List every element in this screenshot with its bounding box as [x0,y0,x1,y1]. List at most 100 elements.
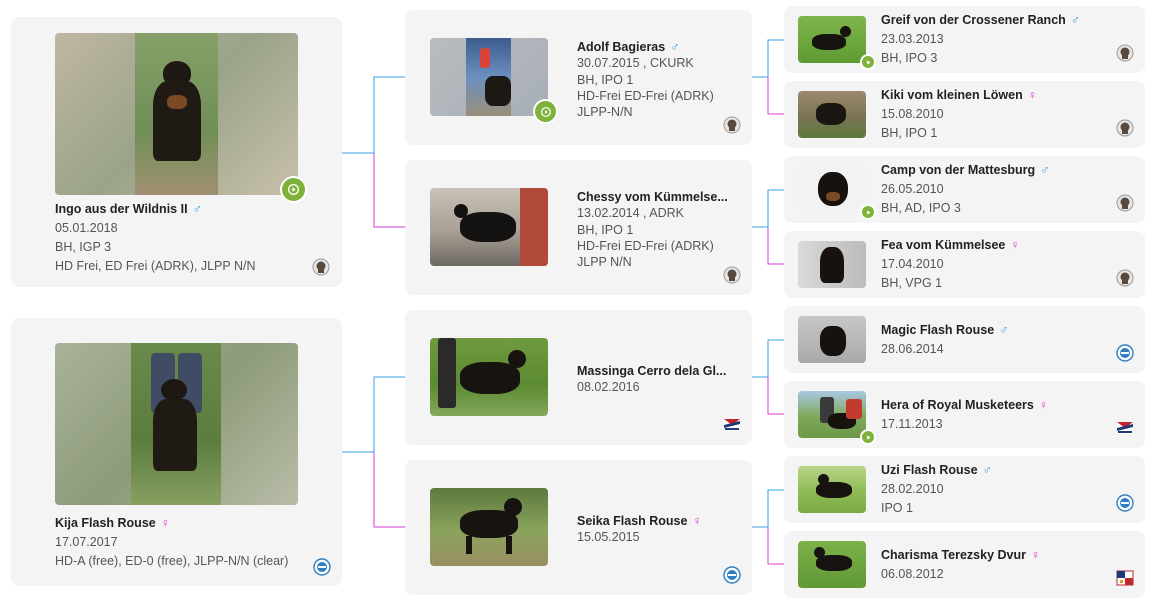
dog-name[interactable]: Kiki vom kleinen Löwen♀ [881,88,1038,102]
titles: BH, VPG 1 [881,276,943,290]
birth-date: 26.05.2010 [881,182,944,196]
great-grandparent-card[interactable]: Camp von der Mattesburg♂ 26.05.2010 BH, … [784,156,1145,223]
health-results: HD-A (free), ED-0 (free), JLPP-N/N (clea… [55,554,289,568]
birth-date: 23.03.2013 [881,32,944,46]
fci-logo-icon [1116,344,1134,362]
dog-name[interactable]: Ingo aus der Wildnis II♂ [55,202,202,216]
birth-date: 15.08.2010 [881,107,944,121]
great-grandparent-card[interactable]: Magic Flash Rouse♂ 28.06.2014 [784,306,1145,373]
great-grandparent-card[interactable]: Uzi Flash Rouse♂ 28.02.2010 IPO 1 [784,456,1145,523]
dog-photo[interactable] [798,316,866,363]
birth-date: 28.06.2014 [881,342,944,356]
birth-date: 05.01.2018 [55,221,118,235]
dog-photo[interactable] [798,91,866,138]
dog-photo[interactable] [798,466,866,513]
female-icon: ♀ [692,514,702,528]
male-icon: ♂ [192,202,202,216]
dog-photo[interactable] [798,16,866,63]
birth-date: 17.07.2017 [55,535,118,549]
dog-name[interactable]: Adolf Bagieras♂ [577,40,680,54]
dog-photo[interactable] [430,338,548,416]
adrk-logo-icon [1116,194,1134,212]
birth-date: 15.05.2015 [577,530,640,544]
central-canine-logo-icon [724,419,740,431]
dog-name[interactable]: Fea vom Kümmelsee♀ [881,238,1020,252]
parent-card-sire[interactable]: Ingo aus der Wildnis II♂ 05.01.2018 BH, … [11,17,342,287]
parent-card-dam[interactable]: Kija Flash Rouse♀ 17.07.2017 HD-A (free)… [11,318,342,586]
dog-photo[interactable] [798,166,866,213]
dog-name[interactable]: Chessy vom Kümmelse... [577,190,728,204]
titles: BH, IPO 1 [881,126,938,140]
central-canine-logo-icon [1117,422,1133,434]
dog-name[interactable]: Massinga Cerro dela Gl... [577,364,727,378]
dog-photo[interactable] [55,343,298,505]
cmku-logo-icon [1116,570,1134,586]
health-results: HD-Frei ED-Frei (ADRK) [577,89,714,103]
titles: BH, IPO 1 [577,223,634,237]
birth-date: 13.02.2014 , ADRK [577,206,685,220]
dog-photo[interactable] [798,391,866,438]
birth-date: 17.11.2013 [881,417,943,431]
male-icon: ♂ [670,40,680,54]
female-icon: ♀ [1038,398,1049,412]
play-video-icon[interactable] [862,431,874,443]
grandparent-card[interactable]: Adolf Bagieras♂ 30.07.2015 , CKURK BH, I… [405,10,752,145]
dog-name[interactable]: Camp von der Mattesburg♂ [881,163,1050,177]
dog-photo[interactable] [55,33,298,195]
dog-photo[interactable] [430,188,548,266]
grandparent-card[interactable]: Seika Flash Rouse♀ 15.05.2015 [405,460,752,595]
fci-logo-icon [723,566,741,584]
titles: IPO 1 [881,501,913,515]
health-results: HD Frei, ED Frei (ADRK), JLPP N/N [55,259,256,273]
female-icon: ♀ [1027,88,1038,102]
fci-logo-icon [313,558,331,576]
dog-name[interactable]: Magic Flash Rouse♂ [881,323,1009,337]
great-grandparent-card[interactable]: Charisma Terezsky Dvur♀ 06.08.2012 [784,531,1145,598]
birth-date: 30.07.2015 , CKURK [577,56,694,70]
adrk-logo-icon [723,116,741,134]
dog-name[interactable]: Uzi Flash Rouse♂ [881,463,992,477]
play-video-icon[interactable] [862,56,874,68]
dog-photo[interactable] [430,38,548,116]
fci-logo-icon [1116,494,1134,512]
grandparent-card[interactable]: Chessy vom Kümmelse... 13.02.2014 , ADRK… [405,160,752,295]
birth-date: 17.04.2010 [881,257,944,271]
male-icon: ♂ [999,323,1009,337]
adrk-logo-icon [1116,269,1134,287]
play-video-icon[interactable] [535,101,556,122]
male-icon: ♂ [982,463,992,477]
great-grandparent-card[interactable]: Hera of Royal Musketeers♀ 17.11.2013 [784,381,1145,448]
dna-result: JLPP-N/N [577,105,633,119]
great-grandparent-card[interactable]: Greif von der Crossener Ranch♂ 23.03.201… [784,6,1145,73]
male-icon: ♂ [1070,13,1081,27]
titles: BH, AD, IPO 3 [881,201,961,215]
birth-date: 08.02.2016 [577,380,640,394]
adrk-logo-icon [1116,44,1134,62]
play-video-icon[interactable] [862,206,874,218]
female-icon: ♀ [1030,548,1041,562]
female-icon: ♀ [1010,238,1020,252]
male-icon: ♂ [1040,163,1050,177]
dog-name[interactable]: Greif von der Crossener Ranch♂ [881,13,1081,27]
dog-photo[interactable] [430,488,548,566]
health-results: HD-Frei ED-Frei (ADRK) [577,239,714,253]
birth-date: 06.08.2012 [881,567,944,581]
dog-photo[interactable] [798,541,866,588]
titles: BH, IPO 3 [881,51,938,65]
grandparent-card[interactable]: Massinga Cerro dela Gl... 08.02.2016 [405,310,752,445]
dog-name[interactable]: Seika Flash Rouse♀ [577,514,702,528]
titles: BH, IPO 1 [577,73,634,87]
adrk-logo-icon [312,258,330,276]
great-grandparent-card[interactable]: Fea vom Kümmelsee♀ 17.04.2010 BH, VPG 1 [784,231,1145,298]
dog-photo[interactable] [798,241,866,288]
adrk-logo-icon [723,266,741,284]
dog-name[interactable]: Charisma Terezsky Dvur♀ [881,548,1041,562]
play-video-icon[interactable] [282,178,305,201]
great-grandparent-card[interactable]: Kiki vom kleinen Löwen♀ 15.08.2010 BH, I… [784,81,1145,148]
dna-result: JLPP N/N [577,255,632,269]
birth-date: 28.02.2010 [881,482,944,496]
adrk-logo-icon [1116,119,1134,137]
dog-name[interactable]: Hera of Royal Musketeers♀ [881,398,1049,412]
dog-name[interactable]: Kija Flash Rouse♀ [55,516,171,530]
